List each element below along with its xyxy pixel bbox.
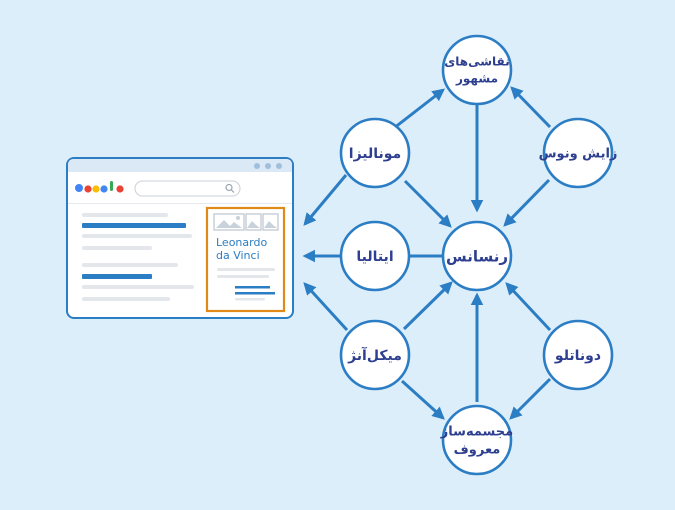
node-famous-sculptor: مجسمه‌ساز معروف: [440, 404, 513, 476]
result-link[interactable]: [82, 274, 152, 279]
edge-donatello-to-renaissance: [505, 282, 552, 332]
node-label: زایش ونوس: [539, 147, 618, 162]
search-results: [82, 213, 194, 301]
result-line: [82, 213, 168, 217]
image-tile: [245, 213, 262, 231]
node-italy: ایتالیا: [339, 220, 411, 292]
result-line: [82, 263, 178, 267]
logo-dot: [75, 184, 83, 192]
image-tile: [262, 213, 279, 231]
node-label: نقاشی‌های: [444, 55, 509, 69]
node-mona-lisa: مونالیزا: [339, 117, 411, 189]
result-link[interactable]: [82, 223, 186, 228]
panel-title: da Vinci: [216, 249, 260, 262]
window-control-dot: [276, 163, 282, 169]
node-birth-of-venus: زایش ونوس: [539, 117, 618, 189]
panel-link-line[interactable]: [235, 286, 270, 289]
result-line: [82, 234, 192, 238]
node-label: دوناتلو: [554, 348, 601, 364]
logo-dot: [116, 185, 124, 193]
logo-dot: [92, 185, 100, 193]
browser-title-bar: [68, 159, 292, 172]
result-line: [82, 246, 152, 250]
node-label: میکل‌آنژ: [347, 346, 402, 364]
edge-mona-lisa-to-browser: [303, 174, 348, 226]
search-input[interactable]: [134, 180, 241, 197]
header-divider: [68, 203, 292, 204]
node-label: مونالیزا: [349, 146, 401, 162]
panel-link-line[interactable]: [235, 292, 275, 295]
panel-text-line: [235, 298, 265, 301]
edge-michelangelo-to-browser: [303, 282, 349, 332]
edge-mona-lisa-to-famous-paintings: [393, 88, 445, 130]
edge-mona-lisa-to-renaissance: [403, 179, 452, 228]
edge-birth-of-venus-to-renaissance: [503, 178, 551, 227]
search-engine-logo: [75, 181, 124, 193]
node-michelangelo: میکل‌آنژ: [339, 319, 411, 391]
node-renaissance: رنسانس: [441, 220, 513, 292]
node-famous-paintings: نقاشی‌های مشهور: [441, 34, 513, 106]
search-icon[interactable]: [225, 183, 235, 193]
node-label: رنسانس: [446, 248, 508, 266]
logo-dot: [100, 185, 108, 193]
edge-michelangelo-to-renaissance: [402, 281, 453, 331]
edge-birth-of-venus-to-famous-paintings: [510, 86, 552, 129]
edge-donatello-to-famous-sculptor: [509, 377, 552, 420]
logo-dot: [110, 181, 113, 191]
knowledge-panel: Leonardo da Vinci: [205, 206, 286, 313]
image-tile: [213, 213, 245, 231]
node-donatello: دوناتلو: [542, 319, 614, 391]
panel-text-line: [217, 275, 269, 278]
node-label: معروف: [454, 443, 501, 458]
node-label: ایتالیا: [356, 249, 393, 265]
browser-window: Leonardo da Vinci: [66, 157, 294, 319]
panel-text-line: [217, 268, 275, 271]
graph-edges: [302, 86, 552, 420]
node-label: مجسمه‌ساز: [440, 425, 513, 440]
node-label: مشهور: [455, 72, 498, 87]
result-line: [82, 297, 170, 301]
window-control-dot: [265, 163, 271, 169]
edge-michelangelo-to-famous-sculptor: [400, 379, 445, 420]
panel-title: Leonardo: [216, 236, 267, 249]
result-line: [82, 285, 194, 289]
window-control-dot: [254, 163, 260, 169]
logo-dot: [84, 185, 92, 193]
